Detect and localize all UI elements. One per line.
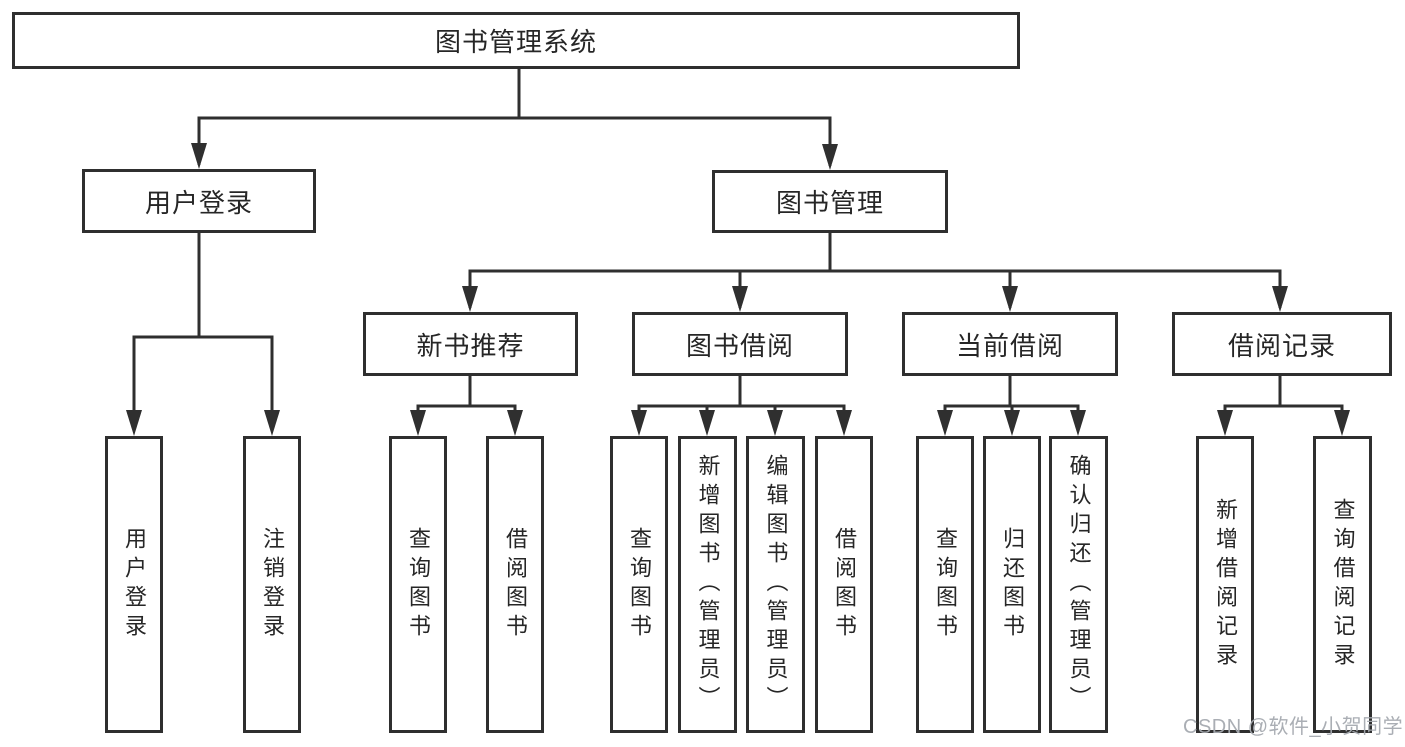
connector-line <box>637 404 846 431</box>
leaf-user-login: 用户登录 <box>105 436 163 733</box>
node-current-borrowing: 当前借阅 <box>902 312 1118 376</box>
node-new-book-recommendation: 新书推荐 <box>363 312 578 376</box>
leaf-records-add-record: 新增借阅记录 <box>1196 436 1254 733</box>
leaf-logout: 注销登录 <box>243 436 301 733</box>
leaf-current-return-books: 归还图书 <box>983 436 1041 733</box>
arrowhead <box>264 410 280 436</box>
node-label: 图书管理系统 <box>434 27 597 57</box>
arrowhead <box>732 286 748 312</box>
node-book-borrowing: 图书借阅 <box>632 312 848 376</box>
connector-line <box>468 269 1282 308</box>
leaf-borrow-query-books: 查询图书 <box>610 436 668 733</box>
connector-line <box>132 335 274 431</box>
leaf-label: 查询图书 <box>933 526 958 643</box>
arrowhead <box>410 410 426 436</box>
leaf-label: 借阅图书 <box>503 526 528 643</box>
leaf-borrow-borrow-books: 借阅图书 <box>815 436 873 733</box>
arrowhead <box>191 143 207 169</box>
leaf-label: 用户登录 <box>122 526 147 643</box>
arrowhead <box>126 410 142 436</box>
node-book-management: 图书管理 <box>712 170 948 233</box>
leaf-label: 新增借阅记录 <box>1213 497 1238 672</box>
leaf-records-query-record: 查询借阅记录 <box>1313 436 1372 733</box>
connector-line <box>1223 404 1344 431</box>
node-label: 当前借阅 <box>955 330 1064 361</box>
node-label: 图书借阅 <box>685 330 794 361</box>
node-root: 图书管理系统 <box>12 12 1020 69</box>
leaf-label: 注销登录 <box>260 526 285 643</box>
arrowhead <box>1217 410 1233 436</box>
arrowhead <box>1334 410 1350 436</box>
arrowhead <box>1002 286 1018 312</box>
leaf-label: 查询图书 <box>627 526 652 643</box>
arrowhead <box>507 410 523 436</box>
leaf-label: 新增图书（管理员） <box>695 454 721 715</box>
leaf-label: 确认归还（管理员） <box>1066 454 1092 715</box>
leaf-recommend-query-books: 查询图书 <box>389 436 447 733</box>
arrowhead <box>937 410 953 436</box>
arrowhead <box>1070 410 1086 436</box>
arrowhead <box>836 410 852 436</box>
node-label: 用户登录 <box>144 187 253 218</box>
leaf-label: 归还图书 <box>1000 526 1025 643</box>
arrowhead <box>1004 410 1020 436</box>
node-user-login: 用户登录 <box>82 169 316 233</box>
leaf-label: 查询图书 <box>406 526 431 643</box>
node-borrowing-records: 借阅记录 <box>1172 312 1392 376</box>
leaf-label: 借阅图书 <box>832 526 857 643</box>
node-label: 借阅记录 <box>1227 330 1336 361</box>
connector-line <box>197 116 832 166</box>
leaf-recommend-borrow-books: 借阅图书 <box>486 436 544 733</box>
arrowhead <box>767 410 783 436</box>
leaf-borrow-add-books-admin: 新增图书（管理员） <box>678 436 737 733</box>
node-label: 新书推荐 <box>416 330 525 361</box>
leaf-current-query-books: 查询图书 <box>916 436 974 733</box>
csdn-watermark: CSDN @软件_小贺同学 <box>1183 716 1404 738</box>
arrowhead <box>631 410 647 436</box>
connector-line <box>416 404 517 431</box>
leaf-borrow-edit-books-admin: 编辑图书（管理员） <box>746 436 805 733</box>
arrowhead <box>699 410 715 436</box>
node-label: 图书管理 <box>775 188 884 218</box>
arrowhead <box>462 286 478 312</box>
leaf-label: 编辑图书（管理员） <box>763 454 789 715</box>
arrowhead <box>1272 286 1288 312</box>
leaf-current-confirm-return-admin: 确认归还（管理员） <box>1049 436 1108 733</box>
leaf-label: 查询借阅记录 <box>1330 497 1356 672</box>
arrowhead <box>822 144 838 170</box>
